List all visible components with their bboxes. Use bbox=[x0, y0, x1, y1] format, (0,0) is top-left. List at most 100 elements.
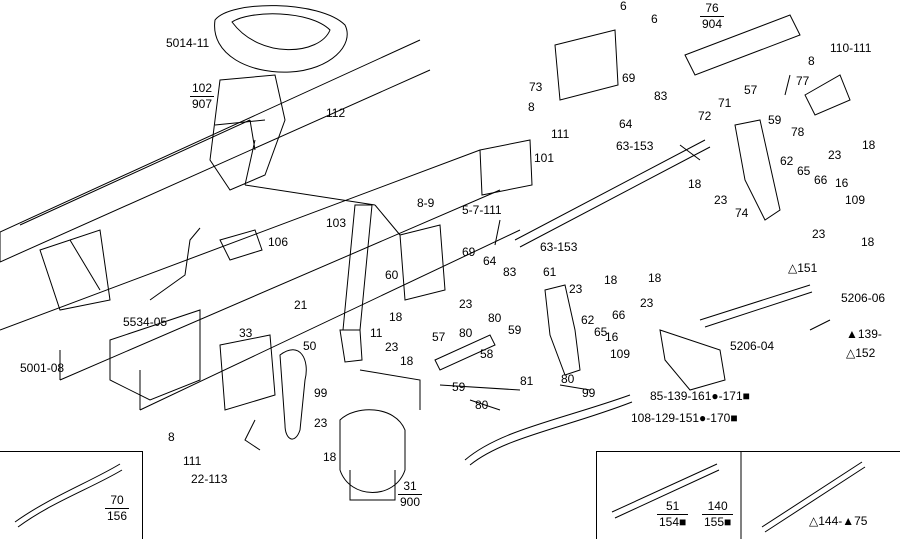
label-80-d: 80 bbox=[561, 372, 575, 386]
bracket-60 bbox=[399, 224, 446, 301]
label-5534-05: 5534-05 bbox=[123, 315, 168, 329]
drag-link-upper bbox=[514, 139, 711, 248]
label-70-156: 70 156 bbox=[105, 494, 130, 523]
plate-73 bbox=[554, 29, 619, 101]
label-80: 80 bbox=[488, 311, 502, 325]
cylinder-76 bbox=[684, 14, 801, 76]
steering-arm-61 bbox=[544, 284, 581, 376]
label-81: 81 bbox=[520, 374, 534, 388]
label-16: 16 bbox=[835, 176, 849, 190]
label-102-907: 102 907 bbox=[190, 81, 215, 111]
label-80-c: 80 bbox=[475, 398, 489, 412]
frame-crossmember bbox=[39, 229, 111, 311]
fraction-numerator: 76 bbox=[700, 2, 725, 17]
label-78: 78 bbox=[791, 125, 805, 139]
label-57-b: 57 bbox=[432, 330, 446, 344]
label-144-75: △144-▲75 bbox=[809, 514, 868, 528]
label-109-b: 109 bbox=[610, 347, 631, 361]
label-5-7-111: 5-7-111 bbox=[462, 203, 502, 217]
frame-rail-upper bbox=[0, 39, 431, 263]
frame-rail-lower bbox=[0, 149, 521, 411]
label-73: 73 bbox=[529, 80, 543, 94]
label-51-154: 51 154■ bbox=[657, 500, 689, 529]
inset-tie-rods: 51 154■ 140 155■ △144-▲75 bbox=[596, 451, 900, 539]
label-64: 64 bbox=[619, 117, 633, 131]
label-21: 21 bbox=[294, 298, 308, 312]
bracket-106 bbox=[219, 229, 263, 261]
label-83-b: 83 bbox=[503, 265, 517, 279]
label-63-153: 63-153 bbox=[616, 139, 654, 153]
link-58 bbox=[434, 334, 496, 371]
bracket-77 bbox=[804, 74, 851, 116]
label-31-900: 31 900 bbox=[398, 480, 423, 509]
label-74: 74 bbox=[735, 206, 749, 220]
label-23-e: 23 bbox=[569, 282, 583, 296]
gearbox-bracket-33 bbox=[219, 334, 276, 411]
label-108-129: 108-129-151●-170■ bbox=[631, 411, 738, 425]
label-60: 60 bbox=[385, 268, 399, 282]
label-111-b: 111 bbox=[551, 127, 570, 141]
label-5206-06: 5206-06 bbox=[841, 291, 886, 305]
label-85-139: 85-139-161●-171■ bbox=[650, 389, 750, 403]
label-8-b: 8 bbox=[528, 100, 535, 114]
fraction-numerator: 70 bbox=[105, 494, 130, 509]
label-77: 77 bbox=[796, 74, 810, 88]
label-23-g: 23 bbox=[459, 297, 473, 311]
label-33: 33 bbox=[239, 326, 253, 340]
tie-rod-5206-06 bbox=[699, 284, 813, 328]
label-6: 6 bbox=[651, 12, 658, 26]
steering-arm-74 bbox=[734, 119, 781, 221]
label-18-g: 18 bbox=[389, 310, 403, 324]
arm-5206-04 bbox=[659, 329, 726, 391]
fraction-denominator: 907 bbox=[192, 97, 213, 111]
label-5014-11: 5014-11 bbox=[166, 36, 210, 50]
label-66-b: 66 bbox=[612, 308, 626, 322]
label-23-f: 23 bbox=[640, 296, 654, 310]
label-11: 11 bbox=[370, 326, 383, 340]
label-151: △151 bbox=[788, 261, 818, 275]
label-106: 106 bbox=[268, 235, 289, 249]
label-57: 57 bbox=[744, 83, 758, 97]
label-22-113: 22-113 bbox=[191, 472, 228, 486]
label-61: 61 bbox=[543, 265, 557, 279]
label-62-b: 62 bbox=[581, 313, 595, 327]
label-109: 109 bbox=[845, 193, 866, 207]
label-18-b: 18 bbox=[688, 177, 702, 191]
label-18-f: 18 bbox=[648, 271, 662, 285]
label-5206-04: 5206-04 bbox=[730, 339, 775, 353]
label-66: 66 bbox=[814, 173, 828, 187]
inset-drag-link-70: 70 156 bbox=[0, 451, 143, 539]
label-80-e: 18 bbox=[400, 354, 414, 368]
label-23-b: 23 bbox=[714, 193, 728, 207]
drag-link-lower bbox=[464, 394, 633, 466]
inset-drag-link-drawing bbox=[14, 463, 123, 528]
fraction-denominator: 904 bbox=[702, 17, 723, 31]
label-76-904: 76 904 bbox=[700, 2, 725, 31]
label-8: 8 bbox=[168, 430, 175, 444]
label-18-c: 18 bbox=[862, 138, 876, 152]
label-99: 99 bbox=[314, 386, 328, 400]
fraction-numerator: 31 bbox=[398, 480, 423, 495]
label-101: 101 bbox=[534, 151, 555, 165]
label-64-b: 64 bbox=[483, 254, 497, 268]
steering-column-housing bbox=[209, 74, 286, 191]
fraction-denominator: 900 bbox=[400, 495, 421, 509]
fraction-numerator: 102 bbox=[190, 81, 215, 97]
label-152: △152 bbox=[846, 346, 876, 360]
label-23-c: 23 bbox=[828, 148, 842, 162]
steering-gearbox-31 bbox=[339, 409, 406, 501]
label-112: 112 bbox=[326, 106, 346, 120]
label-5001-08: 5001-08 bbox=[20, 361, 65, 375]
label-50: 50 bbox=[303, 339, 317, 353]
fraction-denominator: 155■ bbox=[704, 515, 732, 529]
label-59-b: 59 bbox=[508, 323, 522, 337]
pitman-arm-50 bbox=[279, 349, 307, 440]
label-58: 58 bbox=[480, 347, 494, 361]
label-65: 65 bbox=[797, 164, 811, 178]
label-103: 103 bbox=[326, 216, 347, 230]
label-140-155: 140 155■ bbox=[702, 500, 734, 529]
fraction-denominator: 154■ bbox=[659, 515, 687, 529]
label-83: 83 bbox=[654, 89, 668, 103]
